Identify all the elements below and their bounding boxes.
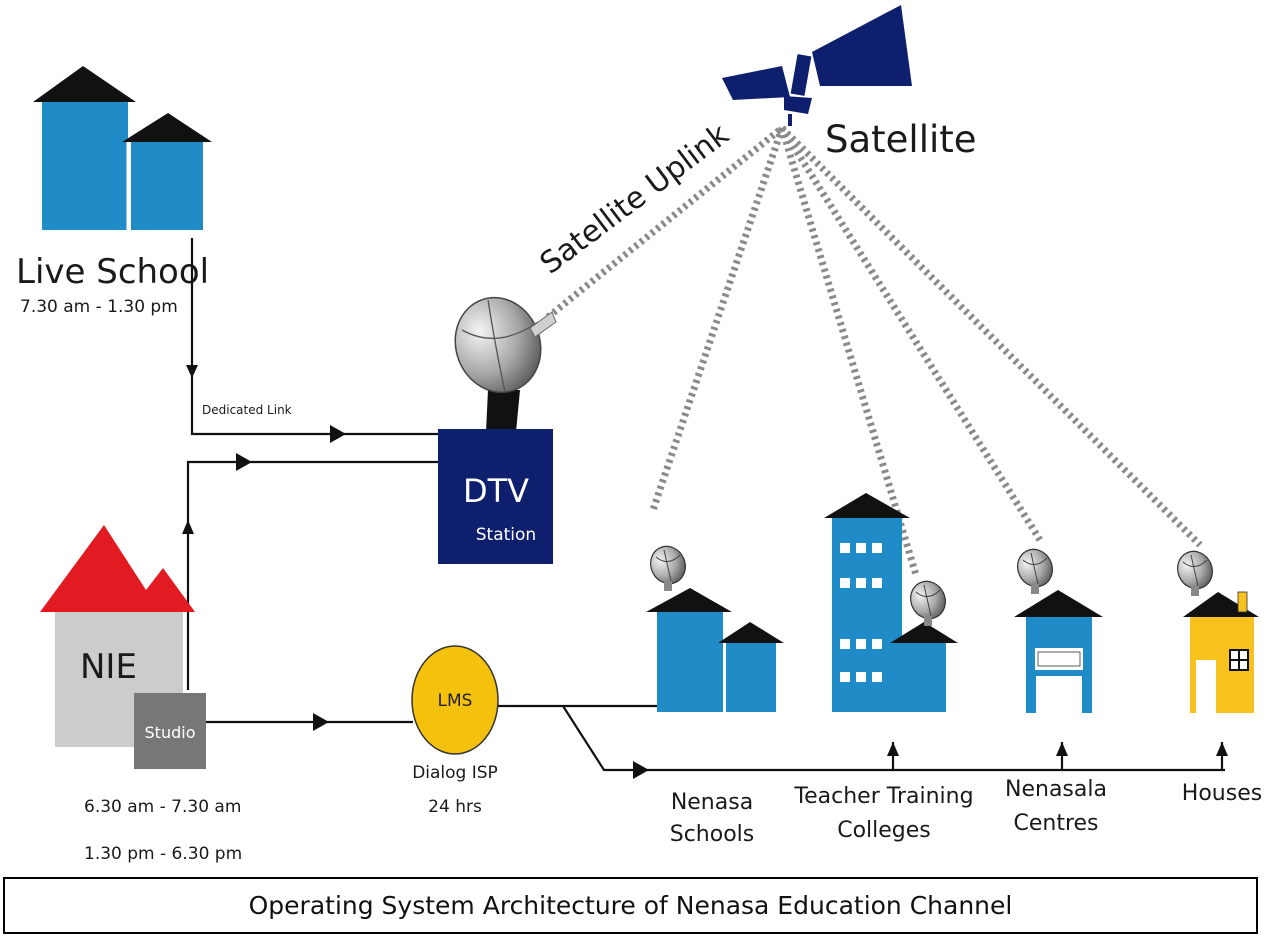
dedicated-link-line bbox=[190, 238, 438, 436]
arrow-down-live bbox=[186, 365, 198, 378]
live-school-label: Live School bbox=[16, 252, 209, 292]
nenasa-school-building-icon bbox=[646, 588, 784, 712]
caption-box: Operating System Architecture of Nenasa … bbox=[3, 877, 1258, 934]
downlink-houses bbox=[779, 125, 1203, 548]
lms-label: LMS bbox=[438, 691, 473, 711]
house-dish-icon bbox=[1170, 544, 1220, 597]
nie-label: NIE bbox=[80, 647, 137, 687]
nenasala-label-1: Nenasala bbox=[1005, 777, 1107, 802]
architecture-diagram: Satellite Satellite Uplink Live School 7… bbox=[16, 5, 1262, 864]
house-icon bbox=[1183, 591, 1259, 713]
nenasa-schools-label-1: Nenasa bbox=[671, 790, 753, 815]
downlink-ttc bbox=[778, 126, 920, 577]
satellite-label: Satellite bbox=[825, 118, 977, 161]
nenasala-label-2: Centres bbox=[1013, 811, 1098, 836]
lms-node bbox=[411, 645, 499, 755]
uplink-line bbox=[545, 125, 785, 320]
nie-building-icon bbox=[40, 525, 206, 769]
arrow-up-ttc bbox=[887, 742, 899, 756]
studio-label: Studio bbox=[145, 723, 196, 742]
figure-caption: Operating System Architecture of Nenasa … bbox=[248, 891, 1013, 920]
dialog-isp-label: Dialog ISP bbox=[412, 763, 498, 783]
arrow-right-dedicated bbox=[330, 425, 346, 443]
dtv-subtitle: Station bbox=[476, 525, 536, 545]
dtv-title: DTV bbox=[463, 472, 529, 510]
live-school-building-icon bbox=[33, 66, 212, 230]
dialog-hours-label: 24 hrs bbox=[428, 797, 482, 817]
ttc-label-2: Colleges bbox=[837, 818, 931, 843]
lms-distribution-lines bbox=[498, 704, 1225, 772]
houses-label: Houses bbox=[1182, 781, 1262, 806]
nenasa-dish-icon bbox=[643, 539, 693, 592]
arrow-up-nie bbox=[182, 520, 194, 534]
dtv-dish-icon bbox=[454, 296, 557, 432]
arrow-up-nenasala bbox=[1056, 742, 1068, 756]
satellite-icon bbox=[722, 5, 912, 126]
arrow-right-lms bbox=[633, 761, 649, 779]
arrow-right-studio bbox=[313, 713, 329, 731]
downlink-nenasala bbox=[779, 126, 1043, 542]
studio-box bbox=[134, 693, 206, 769]
ttc-building-icon bbox=[824, 493, 958, 712]
satellite-uplink-label: Satellite Uplink bbox=[534, 117, 736, 282]
nenasala-building-icon bbox=[1014, 590, 1103, 713]
nenasa-schools-label-2: Schools bbox=[670, 822, 755, 847]
satellite-links bbox=[545, 125, 1203, 577]
nie-hours-2: 1.30 pm - 6.30 pm bbox=[84, 844, 242, 864]
dedicated-link-label: Dedicated Link bbox=[202, 403, 292, 417]
live-school-hours: 7.30 am - 1.30 pm bbox=[20, 297, 178, 317]
nie-dtv-line bbox=[186, 460, 438, 690]
arrow-up-houses bbox=[1216, 742, 1228, 756]
ttc-dish-icon bbox=[903, 574, 953, 627]
dtv-station-box bbox=[438, 429, 553, 564]
ttc-label-1: Teacher Training bbox=[793, 784, 973, 809]
arrow-right-nie bbox=[236, 453, 252, 471]
nenasala-dish-icon bbox=[1010, 542, 1060, 595]
nie-hours-1: 6.30 am - 7.30 am bbox=[84, 797, 241, 817]
